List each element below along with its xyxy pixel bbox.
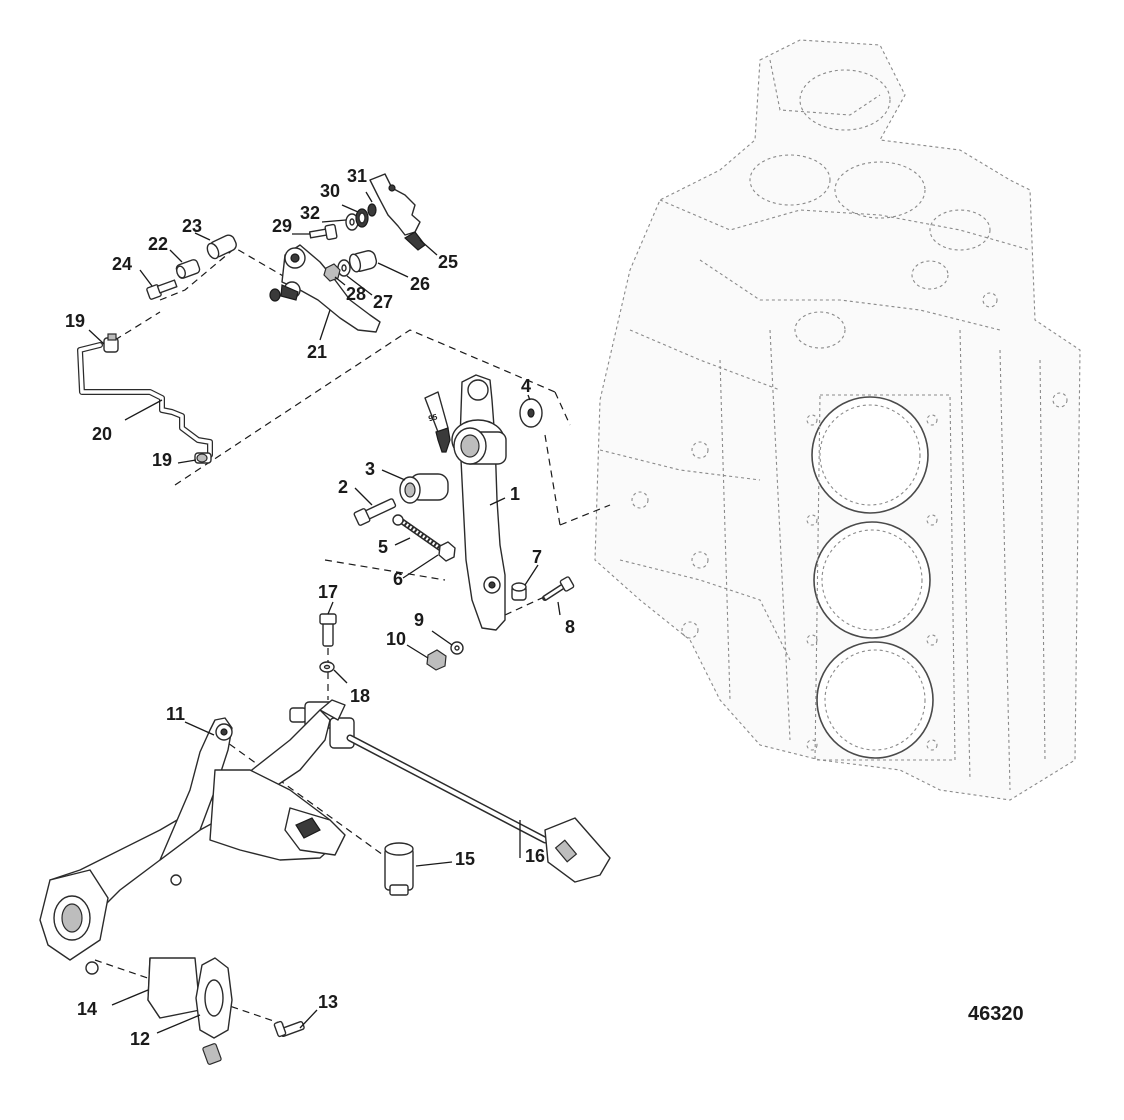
callout-15: 15 (455, 849, 475, 869)
screw-5 (392, 514, 443, 551)
callout-6: 6 (393, 569, 403, 589)
nut-10 (426, 649, 447, 671)
callout-11: 11 (166, 704, 185, 724)
nut-6 (438, 541, 456, 562)
callout-29: 29 (272, 216, 292, 236)
callout-31: 31 (347, 166, 367, 186)
callout-20: 20 (92, 424, 112, 444)
washer-4 (519, 398, 543, 428)
callout-17: 17 (318, 582, 338, 602)
bolt-15 (384, 842, 414, 896)
throttle-cam-lever-1 (451, 374, 507, 631)
cylinder-bore-3 (816, 641, 934, 759)
screw-13 (273, 1020, 305, 1038)
sensor-harness-16 (289, 701, 611, 883)
assembly-dashed-lines (94, 247, 611, 1031)
throttle-link-rod (77, 342, 213, 458)
callout-5: 5 (378, 537, 388, 557)
callout-28: 28 (346, 284, 366, 304)
bolt-29 (308, 223, 338, 241)
callout-9: 9 (414, 610, 424, 630)
callout-18: 18 (350, 686, 370, 706)
leader-lines (88, 191, 561, 1034)
bushing-30 (355, 208, 369, 228)
callout-7: 7 (532, 547, 542, 567)
retainer-plate-12 (195, 957, 233, 1065)
screw-17 (319, 613, 337, 647)
callout-2: 2 (338, 477, 348, 497)
callout-12: 12 (130, 1029, 150, 1049)
washer-32 (345, 213, 359, 231)
callout-16: 16 (525, 846, 545, 866)
callout-22: 22 (148, 234, 168, 254)
callout-25: 25 (438, 252, 458, 272)
nut-28 (323, 263, 341, 282)
spacer-7 (511, 582, 527, 601)
lever-arm-25 (369, 173, 426, 251)
engine-block-phantom (594, 39, 1081, 801)
callout-labels: 1 2 3 4 5 6 7 8 9 10 11 12 13 14 15 16 1… (65, 166, 575, 1049)
callout-21: 21 (307, 342, 327, 362)
bolt-2 (353, 498, 397, 526)
callout-19-upper: 19 (65, 311, 85, 331)
callout-4: 4 (521, 376, 531, 396)
sleeve-14 (147, 957, 201, 1019)
callout-19-lower: 19 (152, 450, 172, 470)
figure-number: 46320 (968, 1003, 1024, 1025)
washer-9 (450, 641, 464, 655)
washer-18 (319, 661, 335, 673)
bushing-23 (206, 234, 237, 260)
washer-27 (337, 259, 351, 277)
spring-clip-31 (367, 203, 377, 217)
spacer-22 (175, 259, 201, 279)
callout-10: 10 (386, 629, 406, 649)
callout-27: 27 (373, 292, 393, 312)
callout-23: 23 (182, 216, 202, 236)
callout-1: 1 (510, 484, 520, 504)
ball-joint-lower (194, 452, 212, 464)
ball-joint-upper (103, 333, 119, 353)
grease-tube-95: 95 (424, 391, 451, 453)
throttle-lever-21 (269, 244, 381, 333)
cylinder-bore-2 (813, 521, 931, 639)
screw-24 (146, 279, 178, 300)
callout-30: 30 (320, 181, 340, 201)
callout-8: 8 (565, 617, 575, 637)
callout-3: 3 (365, 459, 375, 479)
tube-label: 95 (427, 412, 438, 423)
callout-32: 32 (300, 203, 320, 223)
bolt-8 (542, 576, 575, 601)
callout-26: 26 (410, 274, 430, 294)
bushing-3 (399, 473, 449, 504)
cylinder-bore-1 (811, 396, 929, 514)
callout-13: 13 (318, 992, 338, 1012)
bracket-11 (39, 699, 346, 975)
roller-26 (348, 250, 378, 273)
callout-24: 24 (112, 254, 132, 274)
callout-14: 14 (77, 999, 97, 1019)
